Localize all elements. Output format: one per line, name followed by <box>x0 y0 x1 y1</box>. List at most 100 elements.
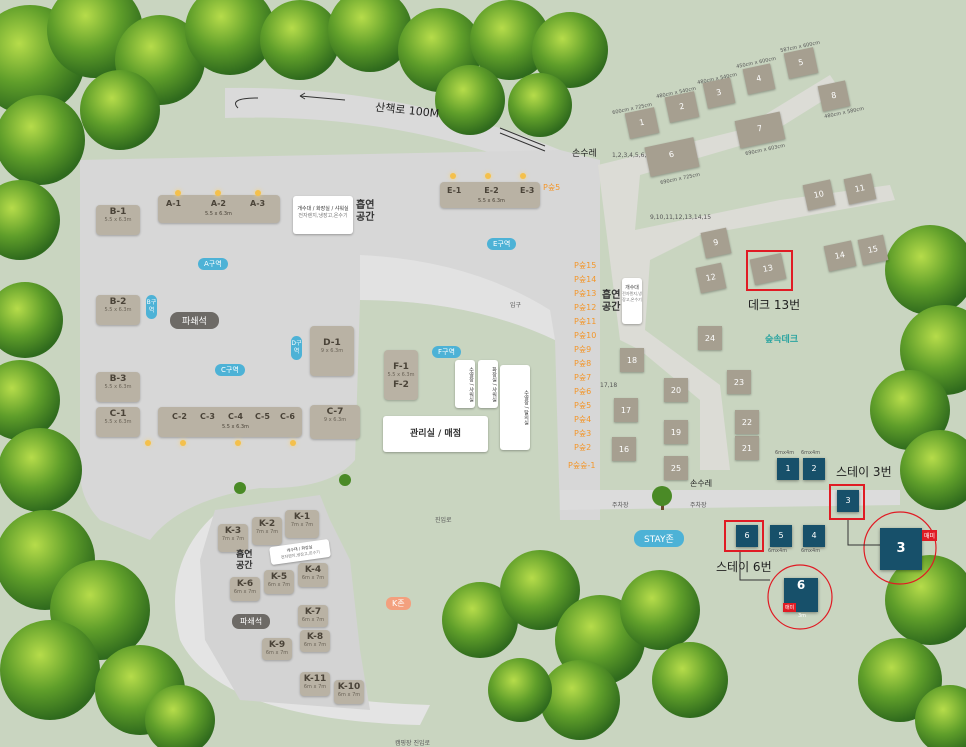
single-tree <box>234 474 672 510</box>
stay-1[interactable]: 1 <box>777 458 799 480</box>
lamp <box>235 440 241 446</box>
annotation-stay-6: 스테이 6번 <box>716 560 772 574</box>
zone-e: E구역 <box>487 238 517 250</box>
parking-spot: P숲6 <box>574 387 592 396</box>
deck-24[interactable]: 24 <box>698 326 722 350</box>
stay-2[interactable]: 2 <box>803 458 825 480</box>
shower-building-c[interactable]: 수영장 / 탈의실 <box>500 365 530 450</box>
shower-building-b[interactable]: 화장실 / 샤워실 <box>478 360 498 408</box>
lot-a-row <box>158 195 280 223</box>
fire-area-k-label: 파쇄석 <box>232 614 271 629</box>
stay-size-5: 6mx4m <box>768 548 788 554</box>
lot-c2[interactable]: C-2 <box>172 412 187 421</box>
parking-spot: P숲8 <box>574 359 592 368</box>
deck-17[interactable]: 17 <box>614 398 638 422</box>
zone-d: D구역 <box>291 336 302 360</box>
deck-22[interactable]: 22 <box>735 410 759 434</box>
highlight-stay-6 <box>724 520 764 552</box>
stay-6[interactable]: 6 <box>736 525 758 547</box>
parking-spot: P숲11 <box>574 317 597 326</box>
route-1-8-label: 1,2,3,4,5,6,7,8 <box>612 152 656 159</box>
zone-forest-deck: 숲속데크 <box>765 335 799 345</box>
shower-building-a[interactable]: 수영장 / 샤워실 <box>455 360 475 408</box>
parking-spot: P숲4 <box>574 415 592 424</box>
lot-a1[interactable]: A-1 <box>166 199 182 208</box>
stay-6-detail-num: 6 <box>796 578 806 592</box>
wash-building-1[interactable]: 개수대 / 화장실 / 샤워실 전자렌지,냉장고,온수기 <box>293 196 353 234</box>
lot-a3[interactable]: A-3 <box>250 199 266 208</box>
zone-stay: STAY존 <box>634 530 684 547</box>
stay-3[interactable]: 3 <box>837 490 859 512</box>
lamp <box>180 440 186 446</box>
inner-road <box>360 255 555 340</box>
lot-e-row <box>440 182 540 208</box>
lot-c5[interactable]: C-5 <box>255 412 270 421</box>
parking-column: P숲15 P숲14 P숲13 P숲12 P숲11 P숲10 P숲9 P숲8 P숲… <box>574 259 600 455</box>
deck-23[interactable]: 23 <box>727 370 751 394</box>
zone-b: B구역 <box>146 295 157 319</box>
deck-21[interactable]: 21 <box>735 436 759 460</box>
lamp <box>520 173 526 179</box>
parking-spot: P숲10 <box>574 331 597 340</box>
parking-line-label-2: 주차장 <box>690 502 707 509</box>
parking-line-label: 주차장 <box>612 502 629 509</box>
stay-5[interactable]: 5 <box>770 525 792 547</box>
parking-spot: P숲15 <box>574 261 597 270</box>
lot-c3[interactable]: C-3 <box>200 412 215 421</box>
deck-19[interactable]: 19 <box>664 420 688 444</box>
deck-16[interactable]: 16 <box>612 437 636 461</box>
lamp <box>485 173 491 179</box>
lot-c6[interactable]: C-6 <box>280 412 295 421</box>
management-office[interactable]: 관리실 / 매점 <box>383 416 488 452</box>
route-17-18-label: 17,18 <box>600 382 618 389</box>
deck-20[interactable]: 20 <box>664 378 688 402</box>
highlight-deck-13 <box>746 250 793 291</box>
deck-18[interactable]: 18 <box>620 348 644 372</box>
stay-3-detail: 3 <box>880 528 922 570</box>
lot-e3[interactable]: E-3 <box>520 186 535 195</box>
lot-e1[interactable]: E-1 <box>447 186 462 195</box>
entrance-road-label: 진입로 <box>435 517 452 524</box>
tree-cluster-bottom <box>442 550 728 740</box>
tree-cluster-top <box>0 0 608 260</box>
parking-spot: P숲12 <box>574 303 597 312</box>
stay-4[interactable]: 4 <box>803 525 825 547</box>
parking-spot: P숲9 <box>574 345 592 354</box>
parking-e: P숲5 <box>543 183 561 192</box>
lamp <box>175 190 181 196</box>
parking-spot: P숲3 <box>574 429 592 438</box>
wash-building-2[interactable]: 개수대 전자렌지,냉장고,온수기 <box>622 278 642 324</box>
parking-spot: P숲13 <box>574 289 597 298</box>
lot-c-row <box>158 407 302 437</box>
lamp <box>255 190 261 196</box>
deck-25[interactable]: 25 <box>664 456 688 480</box>
annotation-stay-3: 스테이 3번 <box>836 465 892 479</box>
stay-size-1: 6mx4m <box>775 450 795 456</box>
